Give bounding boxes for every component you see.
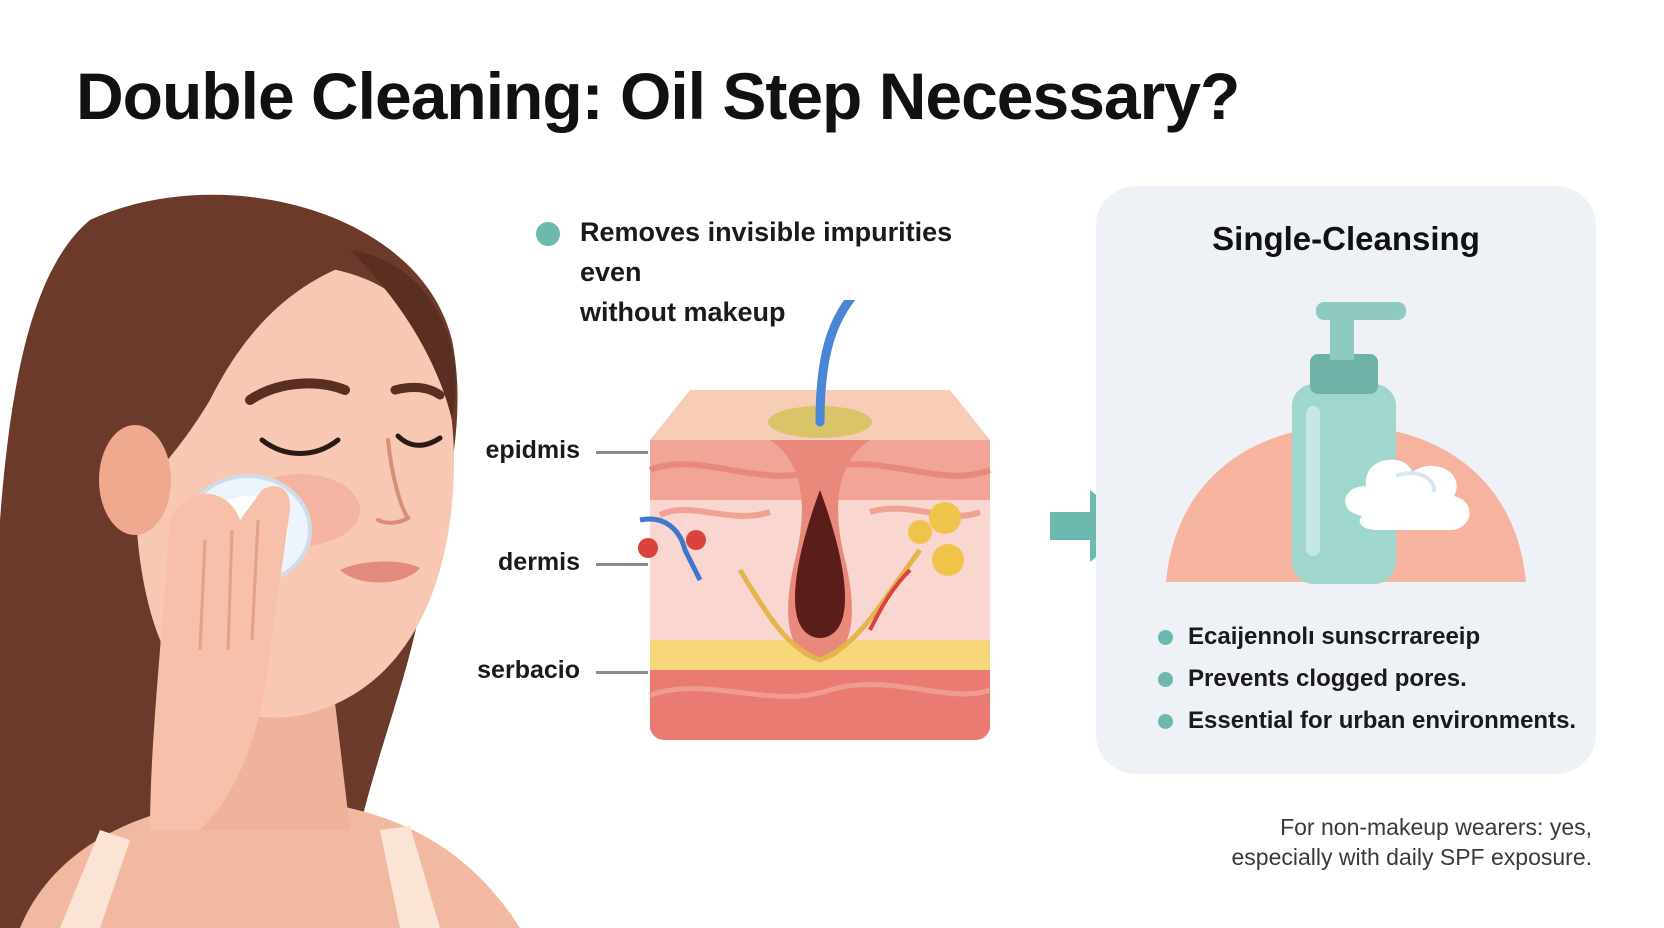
bottom-wave — [649, 681, 991, 699]
callout-bullet-icon — [536, 222, 560, 246]
blood-vessel-red — [868, 568, 912, 631]
eyebrow-right — [390, 383, 445, 400]
block-bottom-round — [650, 700, 990, 740]
callout: Removes invisible impurities even withou… — [536, 212, 996, 332]
bullet-text: Ecaijennolı sunscrrareeip — [1188, 623, 1481, 650]
list-item: Essential for urban environments. — [1158, 700, 1576, 742]
ear-shape — [99, 425, 171, 535]
panel-bullet-list: Ecaijennolı sunscrrareeip Prevents clogg… — [1158, 616, 1576, 742]
label-dermis: dermis — [498, 548, 580, 576]
bullet-text: Essential for urban environments. — [1188, 707, 1577, 734]
skin-cross-section — [638, 300, 992, 740]
foam-shadow — [1395, 471, 1437, 493]
single-cleansing-panel: Single-Cleansing Ecaijennolı sunscrraree… — [1096, 186, 1596, 774]
blood-vessel-node-2 — [686, 530, 706, 550]
hair-right — [350, 250, 456, 420]
label-epidermis: epidmis — [485, 436, 580, 464]
top-strap-left — [60, 830, 130, 928]
bottle-shoulder — [1310, 354, 1378, 394]
list-item: Prevents clogged pores. — [1158, 658, 1576, 700]
footnote: For non-makeup wearers: yes, especially … — [1172, 812, 1593, 872]
callout-line-1: Removes invisible impurities even — [580, 217, 953, 287]
blood-vessel-node-1 — [638, 538, 658, 558]
eye-right — [395, 433, 443, 448]
bullet-dot-icon — [1158, 672, 1173, 687]
sebaceous-gland-2 — [908, 520, 932, 544]
lips-shape — [340, 561, 420, 583]
pump-neck — [1330, 316, 1354, 360]
list-item: Ecaijennolı sunscrrareeip — [1158, 616, 1576, 658]
dermis-wave-right — [869, 505, 982, 519]
top-strap-right — [380, 826, 440, 928]
leader-line-epidermis — [596, 451, 648, 454]
finger-lines — [198, 519, 260, 651]
bullet-text: Prevents clogged pores. — [1188, 665, 1467, 692]
hair-fringe — [120, 248, 360, 490]
eye-left — [259, 437, 341, 456]
footnote-line-2: especially with daily SPF exposure. — [1231, 844, 1593, 870]
foam-shape — [1345, 459, 1470, 530]
sebaceous-gland-3 — [932, 544, 964, 576]
woman-cleansing-illustration — [0, 194, 520, 928]
footnote-line-1: For non-makeup wearers: yes, — [1280, 814, 1592, 840]
pump-head — [1316, 302, 1406, 320]
leader-line-sebaceous — [596, 671, 648, 674]
callout-line-2: without makeup — [580, 297, 786, 327]
nose-shape — [376, 438, 411, 525]
dermis-wave-left — [658, 507, 771, 519]
sebaceous-gland-1 — [929, 502, 961, 534]
follicle-core — [795, 490, 845, 638]
panel-title: Single-Cleansing — [1212, 220, 1480, 257]
bullet-dot-icon — [1158, 630, 1173, 645]
bullet-dot-icon — [1158, 714, 1173, 729]
label-sebaceous: serbacio — [477, 656, 580, 684]
blood-vessel-blue — [639, 516, 703, 582]
hair-strand — [815, 300, 856, 427]
leader-line-dermis — [596, 563, 648, 566]
arrow-right-icon — [1050, 490, 1134, 562]
cleanser-bottle-illustration — [1166, 302, 1526, 584]
eyebrow-left — [245, 378, 350, 405]
page-title: Double Cleaning: Oil Step Necessary? — [76, 59, 1240, 133]
bottle-highlight — [1306, 406, 1320, 556]
